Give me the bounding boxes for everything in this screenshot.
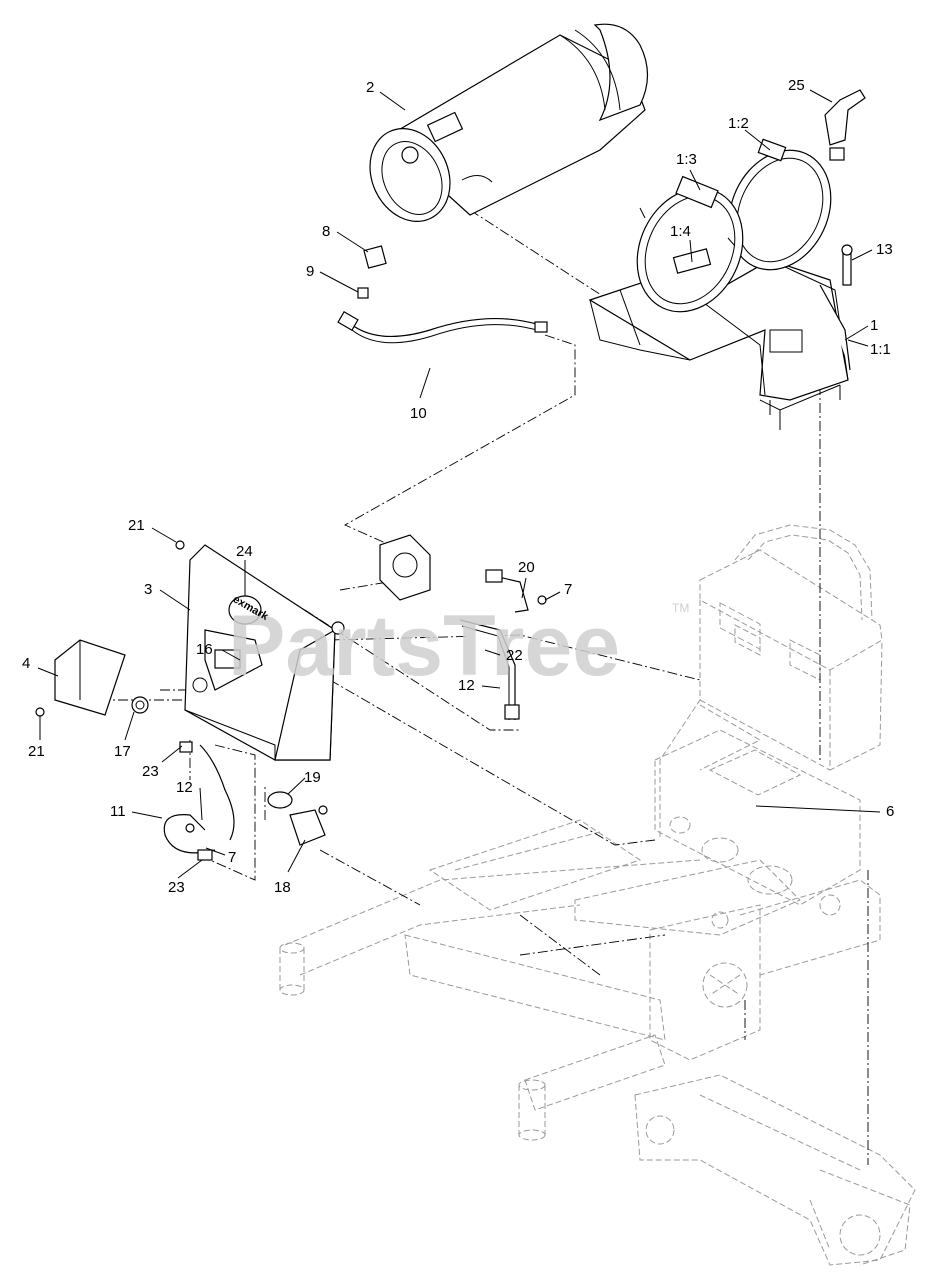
callout-1-3: 1:3	[676, 151, 697, 168]
callout-2: 2	[366, 79, 374, 96]
watermark-text: PartsTree	[228, 598, 620, 694]
callout-23-top: 23	[142, 763, 159, 780]
callout-24: 24	[236, 543, 253, 560]
watermark: PartsTree TM	[228, 598, 689, 694]
callout-4: 4	[22, 655, 30, 672]
tank-bracket	[588, 89, 866, 430]
callout-21-top: 21	[128, 517, 145, 534]
callout-11: 11	[110, 803, 126, 820]
regulator	[379, 534, 547, 720]
hose-11	[163, 741, 235, 861]
callout-16: 16	[196, 641, 213, 658]
callout-7-bottom: 7	[228, 849, 236, 866]
solenoid	[267, 791, 328, 846]
mower-frame	[279, 524, 916, 1266]
callout-12-bottom: 12	[176, 779, 193, 796]
callout-17: 17	[114, 743, 131, 760]
callout-12-top: 12	[458, 677, 475, 694]
callout-22: 22	[506, 647, 523, 664]
callout-20: 20	[518, 559, 535, 576]
callout-13: 13	[876, 241, 893, 258]
propane-tank	[369, 23, 649, 222]
watermark-tm: TM	[672, 601, 689, 615]
callout-labels: 25 1:2 2 1:3 1:4 8 13 9 1 1:1 10 21 24 2…	[22, 77, 894, 896]
callout-25: 25	[788, 77, 805, 94]
callout-1: 1	[870, 317, 878, 334]
callout-19: 19	[304, 769, 321, 786]
callout-23-bottom: 23	[168, 879, 185, 896]
callout-7-top: 7	[564, 581, 572, 598]
callout-8: 8	[322, 223, 330, 240]
callout-1-4: 1:4	[670, 223, 691, 240]
bracket-4	[35, 639, 149, 717]
callout-6: 6	[886, 803, 894, 820]
callout-21-bottom: 21	[28, 743, 45, 760]
callout-18: 18	[274, 879, 291, 896]
callout-3: 3	[144, 581, 152, 598]
callout-9: 9	[306, 263, 314, 280]
cover-panel	[175, 540, 345, 761]
hose-10	[337, 245, 548, 344]
callout-1-2: 1:2	[728, 115, 749, 132]
callout-1-1: 1:1	[870, 341, 891, 358]
callout-10: 10	[410, 405, 427, 422]
leader-lines	[37, 89, 881, 879]
